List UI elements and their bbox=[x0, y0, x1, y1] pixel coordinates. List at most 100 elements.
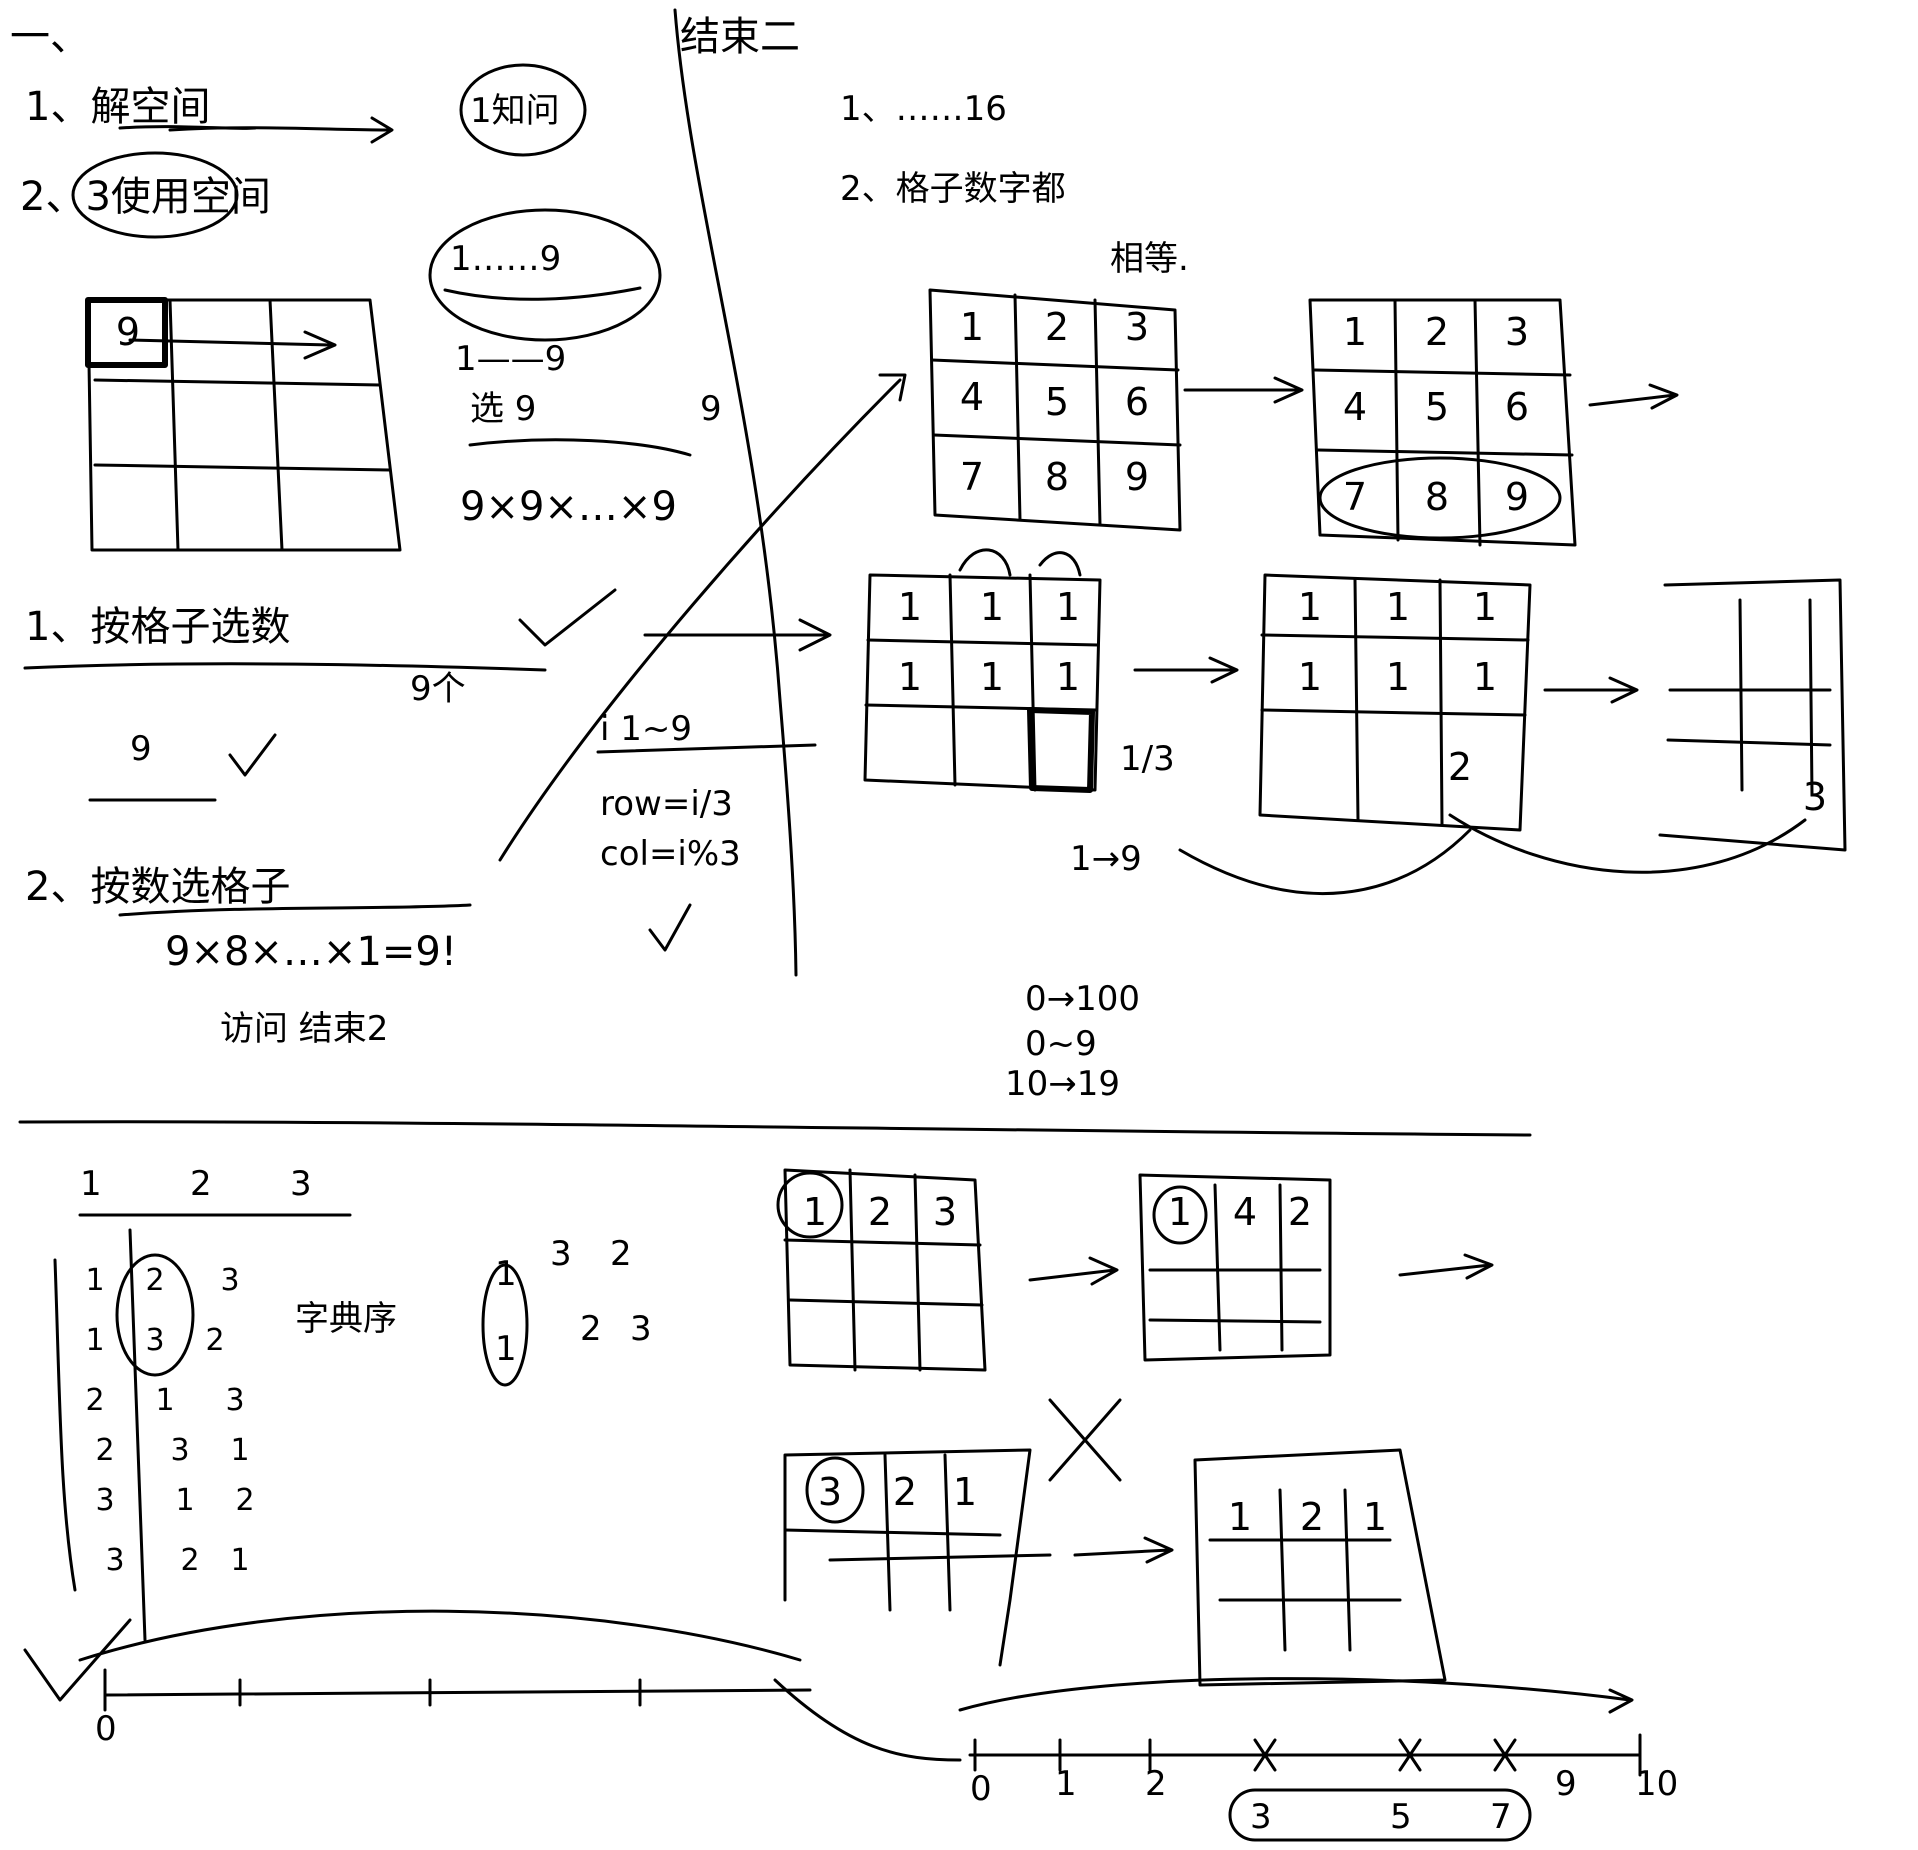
small-grid-3: 3 2 1 bbox=[783, 1448, 1052, 1667]
svg-text:8: 8 bbox=[1045, 455, 1069, 499]
svg-text:3: 3 bbox=[1803, 775, 1827, 819]
part2-item2b: 相等. bbox=[1110, 239, 1189, 279]
svg-text:2: 2 bbox=[180, 1543, 199, 1578]
svg-text:1: 1 bbox=[495, 1329, 517, 1369]
svg-text:2: 2 bbox=[1425, 310, 1449, 354]
ratio-mark: 1/3 bbox=[1120, 739, 1175, 779]
permutation-table: 1 2 3 1 3 2 2 1 3 2 3 1 3 1 2 bbox=[53, 1228, 255, 1642]
svg-text:4: 4 bbox=[1233, 1190, 1257, 1234]
digit-9-mark: 9 bbox=[130, 729, 152, 769]
approach2-underline bbox=[118, 903, 472, 917]
number-line-left: 0 bbox=[23, 1609, 812, 1749]
svg-text:2: 2 bbox=[95, 1433, 114, 1468]
svg-text:1: 1 bbox=[898, 585, 922, 629]
traverse-end: 访问 结束2 bbox=[220, 1009, 388, 1049]
svg-text:3: 3 bbox=[105, 1543, 124, 1578]
count-9: 9个 bbox=[410, 669, 466, 709]
svg-text:2: 2 bbox=[145, 1263, 164, 1298]
svg-text:2: 2 bbox=[1288, 1190, 1312, 1234]
grid-sketch-1: 9 bbox=[85, 297, 402, 552]
svg-text:1: 1 bbox=[898, 655, 922, 699]
svg-text:1: 1 bbox=[230, 1433, 249, 1468]
check-mark-2 bbox=[228, 733, 277, 777]
perm-row: 1 3 2 bbox=[85, 1323, 224, 1358]
svg-text:7: 7 bbox=[1343, 475, 1367, 519]
range-0-100: 0→100 bbox=[1025, 979, 1140, 1019]
svg-text:1: 1 bbox=[980, 655, 1004, 699]
arrow-right bbox=[643, 618, 832, 652]
cross-mark bbox=[1048, 1398, 1122, 1482]
svg-text:1: 1 bbox=[495, 1254, 517, 1294]
svg-text:2: 2 bbox=[610, 1234, 632, 1274]
svg-text:9: 9 bbox=[1125, 455, 1149, 499]
svg-text:8: 8 bbox=[1425, 475, 1449, 519]
grid-b: 1 2 3 4 5 6 7 8 9 bbox=[1308, 298, 1577, 547]
svg-text:3: 3 bbox=[225, 1383, 244, 1418]
grid-ones-1: 1 1 1 1 1 1 bbox=[863, 548, 1102, 793]
search-space-circle bbox=[71, 151, 239, 239]
perm-row: 2 1 3 bbox=[85, 1383, 244, 1418]
svg-text:3: 3 bbox=[630, 1309, 652, 1349]
choose-9: 选 9 bbox=[470, 389, 536, 429]
check-mark-3 bbox=[648, 903, 692, 952]
svg-text:4: 4 bbox=[1343, 385, 1367, 429]
nine-mark: 9 bbox=[700, 389, 722, 429]
svg-text:0: 0 bbox=[95, 1709, 117, 1749]
part2-item1: 1、……16 bbox=[840, 89, 1007, 129]
svg-text:1: 1 bbox=[1298, 585, 1322, 629]
part2-notes: 结束二 1、……16 2、格子数字都 相等. 1 2 3 4 5 6 7 8 9… bbox=[680, 14, 1847, 1104]
svg-text:2: 2 bbox=[1045, 305, 1069, 349]
target-circle bbox=[459, 63, 587, 157]
svg-text:2: 2 bbox=[580, 1309, 602, 1349]
perm-row: 2 3 1 bbox=[95, 1433, 249, 1468]
svg-text:1: 1 bbox=[1343, 310, 1367, 354]
svg-text:2: 2 bbox=[1448, 745, 1472, 789]
target-label: 1知问 bbox=[470, 91, 560, 131]
grid-a: 1 2 3 4 5 6 7 8 9 bbox=[928, 288, 1182, 532]
lexicographic-label: 字典序 bbox=[295, 1299, 397, 1339]
header-1: 1 bbox=[80, 1164, 102, 1204]
index-range: i 1~9 bbox=[600, 709, 692, 749]
svg-text:1: 1 bbox=[953, 1470, 977, 1514]
header-3: 3 bbox=[290, 1164, 312, 1204]
svg-text:2: 2 bbox=[85, 1383, 104, 1418]
svg-text:6: 6 bbox=[1125, 380, 1149, 424]
svg-text:1: 1 bbox=[155, 1383, 174, 1418]
svg-text:10: 10 bbox=[1635, 1764, 1678, 1804]
item1-solution-space: 1、解空间 bbox=[25, 84, 210, 130]
approach2: 2、按数选格子 bbox=[25, 864, 290, 910]
svg-text:2: 2 bbox=[205, 1323, 224, 1358]
svg-text:1: 1 bbox=[1056, 655, 1080, 699]
header-2: 2 bbox=[190, 1164, 212, 1204]
wavy-underline bbox=[443, 286, 642, 301]
product-9x9: 9×9×…×9 bbox=[460, 484, 677, 530]
small-grid-2: 1 4 2 bbox=[1138, 1173, 1332, 1362]
svg-text:1: 1 bbox=[1168, 1190, 1192, 1234]
small-grid-4: 1 2 1 bbox=[1193, 1448, 1447, 1687]
svg-text:5: 5 bbox=[1425, 385, 1449, 429]
part3-notes: 1 2 3 1 2 3 1 3 2 2 1 3 2 bbox=[23, 1164, 1678, 1842]
svg-text:1: 1 bbox=[175, 1483, 194, 1518]
arrow-a-b bbox=[1183, 376, 1304, 404]
arrow-example: 1——9 bbox=[455, 339, 566, 379]
vertical-divider bbox=[673, 8, 798, 977]
diagonal-arrow bbox=[498, 373, 907, 862]
svg-text:5: 5 bbox=[1390, 1797, 1412, 1837]
svg-text:2: 2 bbox=[868, 1190, 892, 1234]
permutation-count: 9×8×…×1=9! bbox=[165, 929, 457, 975]
range-0-9: 0~9 bbox=[1025, 1024, 1097, 1064]
svg-text:1: 1 bbox=[1473, 585, 1497, 629]
svg-text:3: 3 bbox=[1250, 1797, 1272, 1837]
svg-text:2: 2 bbox=[1145, 1764, 1167, 1804]
grid-ones-2: 1 1 1 1 1 1 2 bbox=[1258, 573, 1532, 832]
arrow-d-e bbox=[1543, 676, 1639, 704]
svg-text:1: 1 bbox=[960, 305, 984, 349]
arrow-to-target bbox=[168, 116, 394, 144]
row-example: 1……9 bbox=[450, 239, 561, 279]
cell-9: 9 bbox=[116, 310, 140, 354]
svg-text:0: 0 bbox=[970, 1769, 992, 1809]
svg-text:5: 5 bbox=[1045, 380, 1069, 424]
arrow-g3-g4 bbox=[1073, 1536, 1174, 1564]
svg-text:3: 3 bbox=[95, 1483, 114, 1518]
